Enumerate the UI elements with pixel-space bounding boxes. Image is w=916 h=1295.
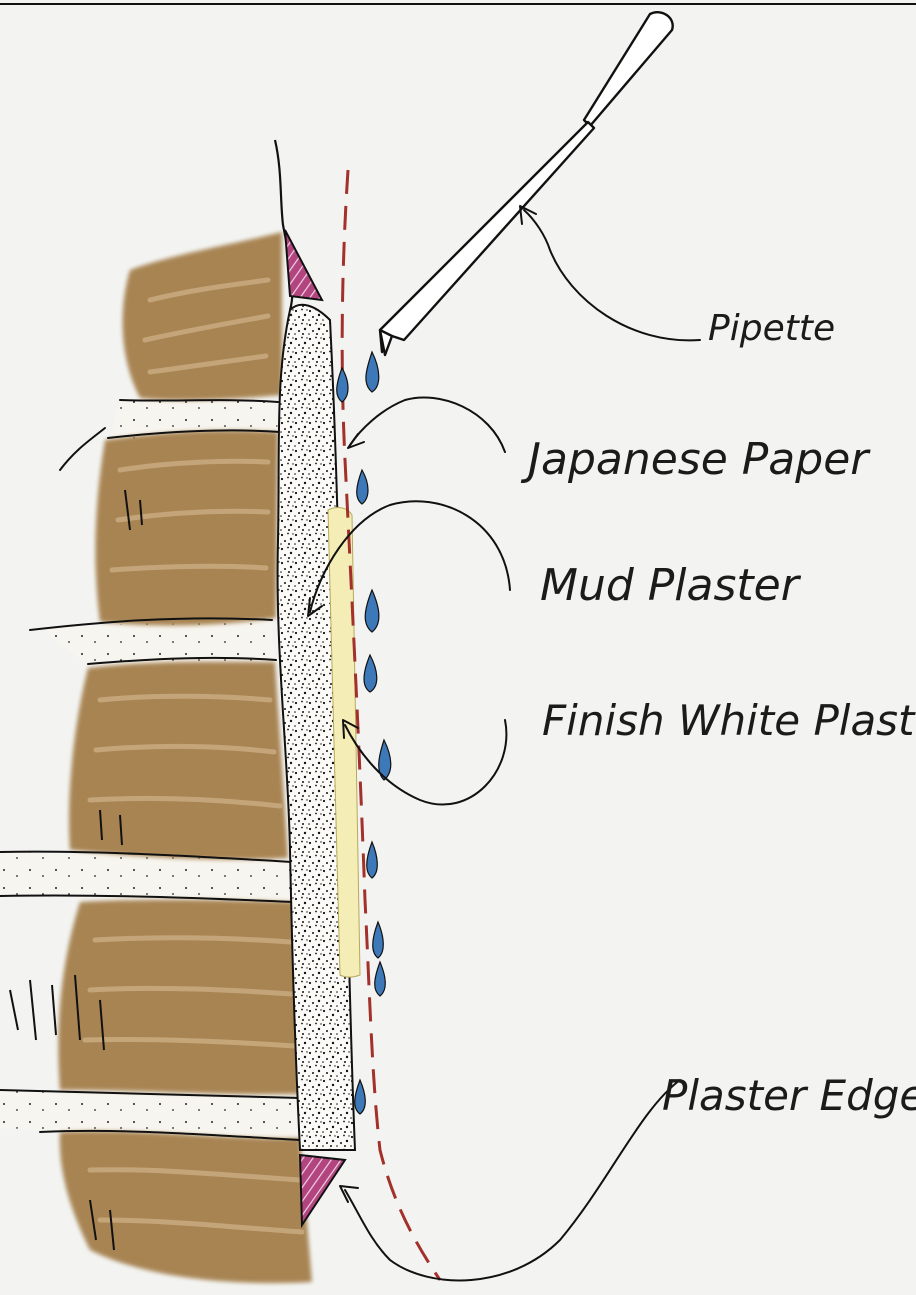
plaster-edge-bottom [300, 1155, 345, 1225]
label-finish-white-plaster: Finish White Plast [542, 696, 916, 745]
japanese-paper-leader [350, 397, 505, 452]
brick-5 [60, 1131, 312, 1283]
label-plaster-edge: Plaster Edge [662, 1071, 916, 1120]
plaster-edge-leader [345, 1080, 680, 1280]
pipette-icon [380, 12, 673, 355]
label-pipette: Pipette [708, 308, 835, 349]
brick-4 [58, 900, 300, 1095]
finish-plaster-leader [345, 720, 506, 805]
label-japanese-paper: Japanese Paper [520, 434, 871, 485]
plaster-edge-arrowhead [340, 1186, 358, 1202]
plaster-edge-top [285, 230, 322, 300]
pipette-leader [524, 210, 700, 340]
japanese-paper-arrowhead [348, 434, 364, 448]
label-mud-plaster: Mud Plaster [540, 560, 802, 611]
